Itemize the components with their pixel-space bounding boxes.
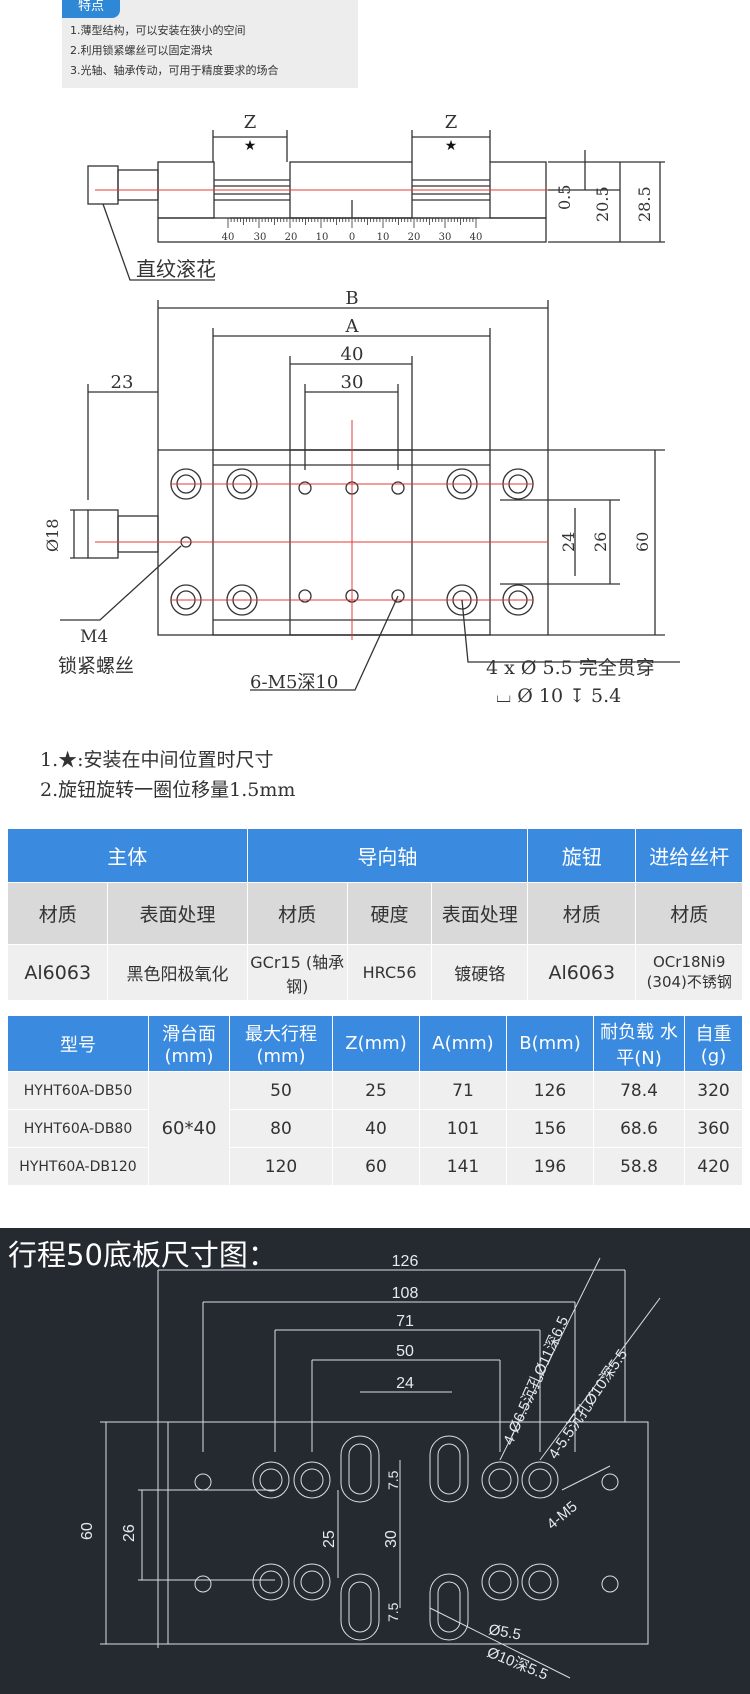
dim-30: 30 — [341, 372, 364, 393]
feature-line-3: 3.光轴、轴承传动，可用于精度要求的场合 — [70, 64, 279, 77]
feature-line-1: 1.薄型结构，可以安装在狭小的空间 — [70, 24, 246, 37]
svg-text:Ø10深5.5: Ø10深5.5 — [485, 1644, 551, 1684]
lock-label: 锁紧螺丝 — [58, 655, 134, 677]
svg-text:4-5.5沉孔Ø10深5.5: 4-5.5沉孔Ø10深5.5 — [545, 1346, 631, 1462]
svg-text:40: 40 — [222, 232, 235, 243]
svg-text:126: 126 — [392, 1253, 419, 1270]
notes: 1.★:安装在中间位置时尺寸 2.旋钮旋转一圈位移量1.5mm — [40, 745, 295, 805]
features-box: 特点 1.薄型结构，可以安装在狭小的空间 2.利用锁紧螺丝可以固定滑块 3.光轴… — [62, 0, 358, 88]
cbore-label: ⌴ Ø 10 ↧ 5.4 — [496, 685, 621, 707]
svg-text:20: 20 — [408, 232, 421, 243]
svg-text:30: 30 — [254, 232, 267, 243]
svg-text:71: 71 — [396, 1313, 414, 1330]
group-body: 主体 — [7, 828, 248, 883]
feature-line-2: 2.利用锁紧螺丝可以固定滑块 — [70, 44, 213, 57]
svg-text:60: 60 — [79, 1522, 96, 1540]
note-2: 2.旋钮旋转一圈位移量1.5mm — [40, 779, 296, 801]
scale-ticks — [227, 218, 477, 228]
holes-label: 4 x Ø 5.5 完全贯穿 — [486, 657, 655, 679]
dim-d18: Ø18 — [43, 519, 62, 552]
dim-60: 60 — [633, 532, 652, 552]
group-screw: 进给丝杆 — [635, 828, 743, 883]
svg-text:10: 10 — [316, 232, 329, 243]
dim-23: 23 — [111, 372, 134, 393]
dim-20-5: 20.5 — [593, 186, 612, 222]
z-label-right: Z — [445, 112, 458, 133]
dim-28-5: 28.5 — [635, 186, 654, 222]
base-drawing-title: 行程50底板尺寸图： — [8, 1238, 277, 1272]
dim-24: 24 — [559, 532, 578, 552]
star-right: ★ — [445, 138, 458, 154]
svg-text:40: 40 — [470, 232, 483, 243]
m5-label: 6-M5深10 — [250, 672, 338, 693]
svg-text:0: 0 — [349, 232, 355, 243]
svg-text:7.5: 7.5 — [385, 1602, 401, 1622]
group-knob: 旋钮 — [527, 828, 637, 883]
table-row-model: HYHT60A-DB50 — [7, 1071, 149, 1110]
note-1: 1.★:安装在中间位置时尺寸 — [40, 749, 274, 771]
plan-view: B A 40 30 23 — [43, 288, 680, 707]
svg-text:30: 30 — [383, 1530, 400, 1548]
knurl-label: 直纹滚花 — [136, 257, 216, 281]
z-label-left: Z — [244, 112, 257, 133]
table-row-model: HYHT60A-DB80 — [7, 1109, 149, 1148]
dim-40: 40 — [341, 344, 364, 365]
svg-text:4-M5: 4-M5 — [544, 1498, 581, 1533]
base-drawing-panel: 行程50底板尺寸图： 126 108 71 50 24 60 26 25 30 … — [0, 1228, 750, 1694]
svg-text:24: 24 — [396, 1375, 414, 1392]
star-left: ★ — [244, 138, 257, 154]
table-row-model: HYHT60A-DB120 — [7, 1147, 149, 1186]
group-guide: 导向轴 — [246, 828, 529, 883]
svg-text:10: 10 — [377, 232, 390, 243]
svg-text:108: 108 — [392, 1285, 419, 1302]
svg-text:7.5: 7.5 — [385, 1470, 401, 1490]
dim-b: B — [345, 288, 358, 309]
svg-text:20: 20 — [285, 232, 298, 243]
svg-text:Ø5.5: Ø5.5 — [487, 1621, 522, 1643]
svg-text:50: 50 — [396, 1343, 414, 1360]
svg-text:25: 25 — [321, 1530, 338, 1548]
dim-a: A — [345, 316, 360, 337]
dim-0-5: 0.5 — [555, 185, 574, 210]
svg-text:26: 26 — [121, 1524, 138, 1542]
side-view: Z ★ Z ★ 40 30 20 10 0 10 20 30 40 — [87, 112, 665, 281]
material-table: 主体 导向轴 旋钮 进给丝杆 材质 表面处理 材质 硬度 表面处理 材质 材质 … — [6, 828, 743, 1001]
features-tag: 特点 — [62, 0, 120, 18]
technical-drawing: Z ★ Z ★ 40 30 20 10 0 10 20 30 40 — [43, 112, 680, 707]
table-face: 60*40 — [148, 1071, 230, 1186]
m4-label: M4 — [80, 627, 108, 647]
svg-text:30: 30 — [439, 232, 452, 243]
spec-table: 型号 滑台面 (mm) 最大行程 (mm) Z(mm) A(mm) B(mm) … — [7, 1015, 743, 1186]
dim-26: 26 — [591, 532, 610, 552]
base-drawing: 126 108 71 50 24 60 26 25 30 7.5 7.5 — [79, 1253, 661, 1684]
